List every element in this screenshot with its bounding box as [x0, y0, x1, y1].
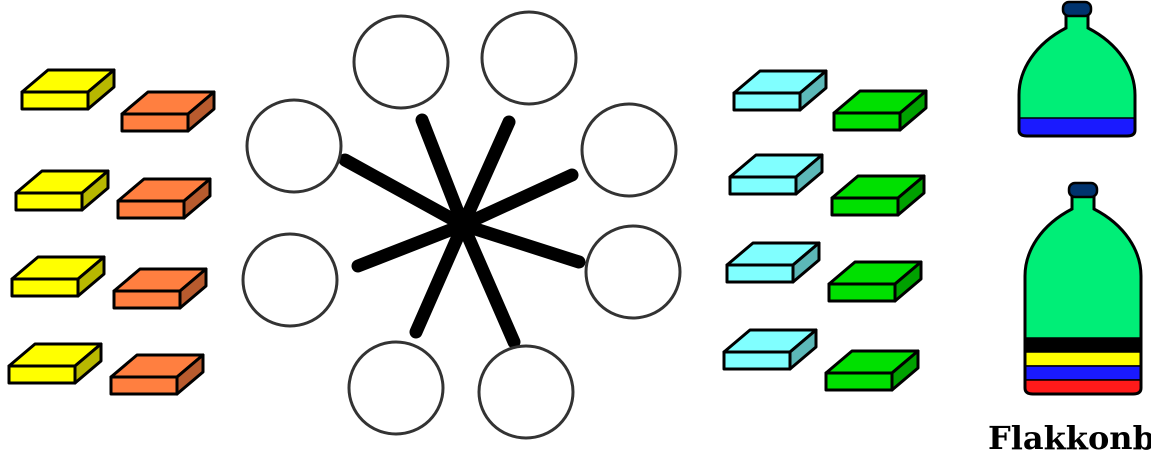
- green-block: [826, 351, 918, 390]
- star-node-circle: [586, 226, 680, 318]
- yellow-block: [9, 344, 101, 383]
- star-node-circle: [482, 12, 576, 104]
- bottle-group: [1017, 2, 1143, 394]
- star-node-circle: [354, 16, 448, 108]
- orange-block: [122, 92, 214, 131]
- right-block-group: [724, 71, 926, 390]
- bottle-caption: Flakkonbe: [988, 418, 1151, 451]
- cyan-block: [727, 243, 819, 282]
- orange-block: [114, 269, 206, 308]
- yellow-block: [16, 171, 108, 210]
- star-node-circle: [479, 346, 573, 438]
- bottle-multi-band: [1023, 183, 1143, 394]
- star-node-circle: [582, 104, 676, 196]
- star-node-circle: [243, 234, 337, 326]
- cyan-block: [734, 71, 826, 110]
- cyan-block: [730, 155, 822, 194]
- bottle-single-band: [1017, 2, 1137, 136]
- blue-band: [1023, 366, 1143, 380]
- orange-block: [111, 355, 203, 394]
- cyan-block: [724, 330, 816, 369]
- blue-band: [1017, 118, 1137, 136]
- yellow-block: [12, 257, 104, 296]
- green-block: [829, 262, 921, 301]
- left-block-group: [9, 70, 214, 394]
- star-node-circle: [349, 342, 443, 434]
- yellow-band: [1023, 352, 1143, 366]
- yellow-block: [22, 70, 114, 109]
- orange-block: [118, 179, 210, 218]
- black-band: [1023, 338, 1143, 352]
- red-band: [1023, 380, 1143, 394]
- bottle-cap: [1063, 2, 1091, 16]
- star-diagram: [243, 12, 680, 438]
- green-block: [832, 176, 924, 215]
- green-block: [834, 91, 926, 130]
- bottle-cap: [1069, 183, 1097, 197]
- star-node-circle: [247, 100, 341, 192]
